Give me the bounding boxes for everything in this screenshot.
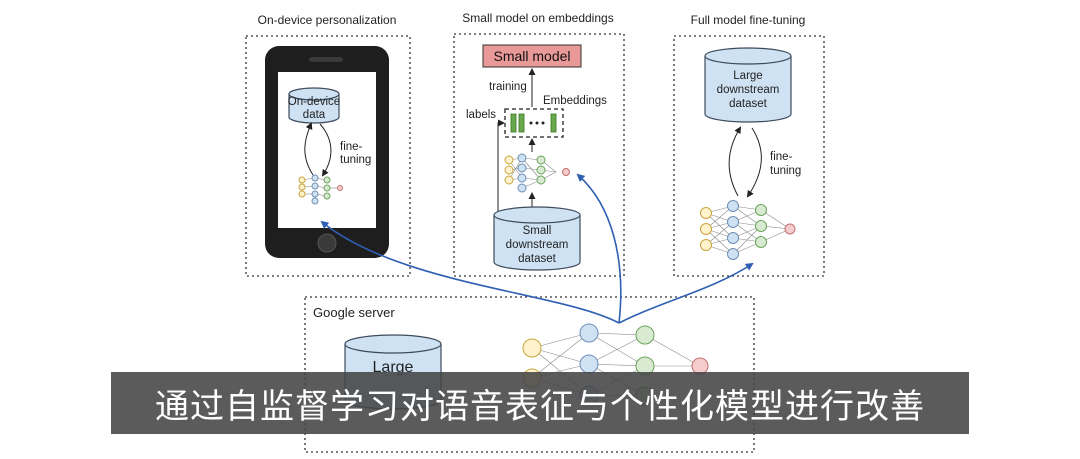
- small-model-label: Small model: [493, 48, 570, 64]
- embeddings-label: Embeddings: [543, 95, 607, 107]
- loop-arrow-down: [319, 123, 332, 177]
- fine-tuning-label-2: tuning: [340, 154, 371, 166]
- small-dataset-label-2: downstream: [506, 239, 569, 251]
- small-dataset-label-1: Small: [523, 225, 552, 237]
- caption-text: 通过自监督学习对语音表征与个性化模型进行改善: [155, 386, 925, 427]
- panel-title-full-model: Full model fine-tuning: [691, 13, 806, 27]
- panel-title-on-device: On-device personalization: [258, 13, 397, 27]
- small-dataset-label-3: dataset: [518, 253, 557, 265]
- small-downstream-dataset-cylinder: [493, 206, 581, 271]
- panel-full-model: [673, 35, 825, 277]
- arrow-to-on-device: [320, 220, 620, 324]
- on-device-data-cylinder: [288, 87, 340, 124]
- small-model-box: [482, 44, 582, 68]
- on-device-data-label-1: On-device: [288, 96, 340, 108]
- training-label: training: [489, 81, 527, 93]
- full-fine-tuning-label-2: tuning: [770, 165, 801, 177]
- embeddings-group-box: [504, 108, 564, 138]
- server-title: Google server: [313, 305, 395, 320]
- fine-tuning-label-1: fine-: [340, 141, 363, 153]
- arrow-to-full-model: [618, 262, 754, 324]
- arrow-to-small-model: [576, 173, 622, 324]
- loop-arrow-up: [304, 122, 314, 176]
- on-device-data-label-2: data: [303, 109, 326, 121]
- caption-bar: 通过自监督学习对语音表征与个性化模型进行改善: [111, 372, 969, 434]
- full-panel-neural-network: [700, 200, 796, 260]
- large-dataset-label-3: dataset: [729, 98, 768, 110]
- small-panel-neural-network: [504, 153, 570, 193]
- large-dataset-label-2: downstream: [717, 84, 780, 96]
- full-loop-arrow-up: [728, 126, 742, 197]
- full-loop-arrow-down: [746, 127, 762, 198]
- labels-connector: [497, 119, 505, 228]
- panel-title-small-model: Small model on embeddings: [462, 11, 613, 25]
- phone-neural-network: [298, 174, 343, 205]
- large-downstream-dataset-cylinder: [704, 47, 792, 123]
- full-fine-tuning-label-1: fine-: [770, 151, 793, 163]
- panel-small-model: [453, 33, 625, 277]
- embedding-vectors: [510, 113, 557, 133]
- large-dataset-label-1: Large: [733, 70, 762, 82]
- labels-label: labels: [466, 109, 496, 121]
- panel-on-device: [245, 35, 411, 277]
- large-dataset-label: Large: [373, 359, 414, 376]
